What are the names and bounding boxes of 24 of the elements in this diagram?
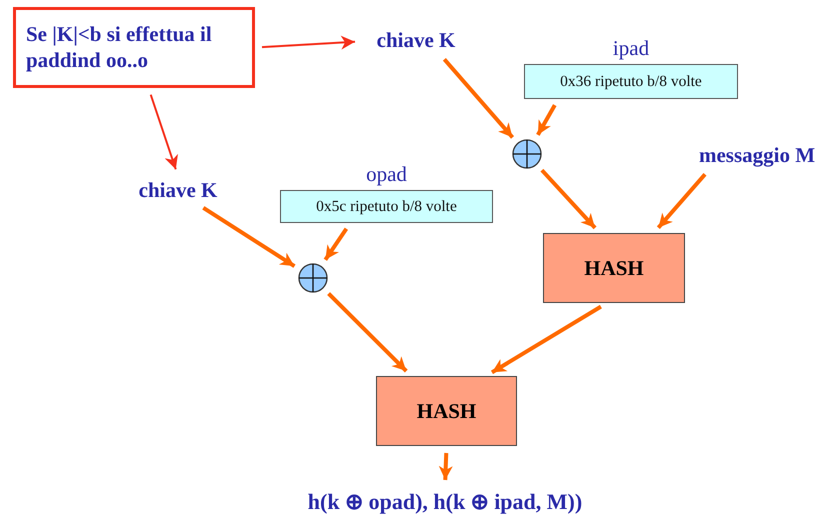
input-label: chiave K	[362, 26, 470, 54]
arrow	[536, 104, 557, 136]
arrow	[262, 36, 356, 50]
arrow	[656, 172, 706, 230]
arrow	[150, 94, 178, 170]
constant-name: opad	[365, 162, 408, 187]
arrow	[202, 206, 296, 268]
input-label: messaggio M	[678, 141, 836, 169]
arrow	[327, 292, 408, 372]
constant-value: 0x36 ripetuto b/8 volte	[560, 72, 702, 90]
arrow	[490, 304, 602, 374]
arrow	[442, 58, 514, 139]
arrow	[438, 452, 453, 480]
arrow	[540, 168, 597, 230]
hash-box: HASH	[543, 233, 685, 303]
arrow	[324, 228, 348, 261]
xor-symbol	[512, 139, 542, 169]
constant-name: ipad	[612, 36, 650, 61]
input-label: chiave K	[124, 176, 232, 204]
hash-box: HASH	[376, 376, 517, 446]
output-formula: h(k ⊕ opad), h(k ⊕ ipad, M))	[250, 487, 640, 517]
note-box: Se |K|<b si effettua il paddind oo..o	[13, 7, 255, 88]
constant-value: 0x5c ripetuto b/8 volte	[316, 198, 457, 216]
xor-symbol	[298, 263, 328, 293]
